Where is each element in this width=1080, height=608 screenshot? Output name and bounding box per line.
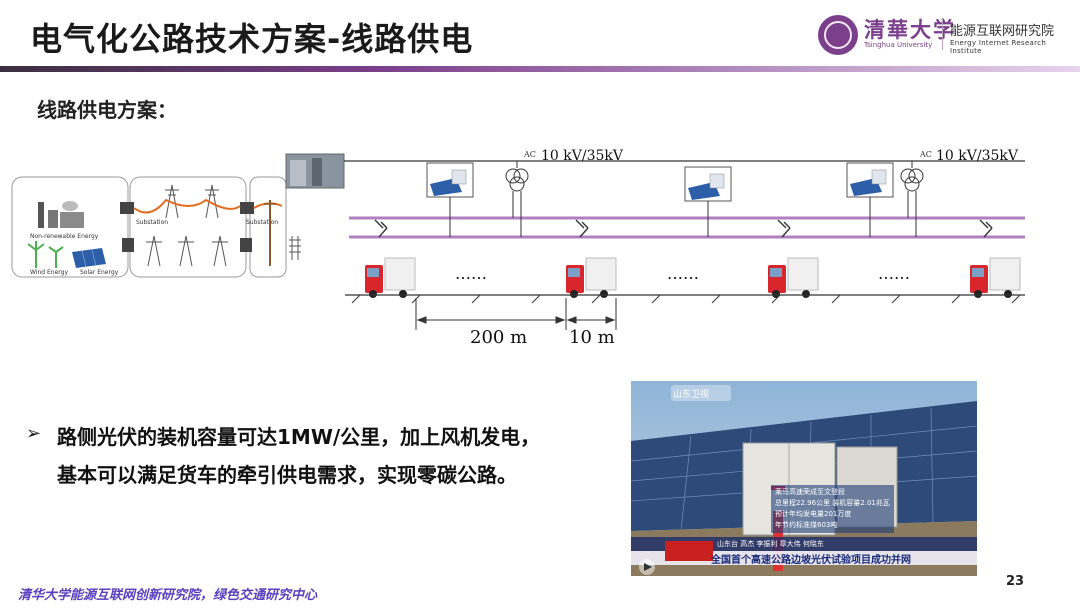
bullet-line-2: 基本可以满足货车的牵引供电需求，实现零碳公路。 xyxy=(57,463,517,487)
transformer-icon xyxy=(120,202,254,252)
channel-logo: 山东卫视 xyxy=(673,390,710,400)
voltage-label-2: 10 kV/35kV xyxy=(936,148,1019,164)
info-line-2: 总里程22.96公里 装机容量2.01兆瓦 xyxy=(775,499,890,507)
logo-institute-cn: 能源互联网研究院 xyxy=(950,24,1055,39)
solar-energy-label: Solar Energy xyxy=(80,269,119,276)
ellipsis-1: …… xyxy=(455,264,487,283)
ellipsis-3: …… xyxy=(878,264,910,283)
distance-label-10m: 10 m xyxy=(569,327,615,348)
wind-turbine-icon xyxy=(27,241,64,268)
footer-text: 清华大学能源互联网创新研究院，绿色交通研究中心 xyxy=(18,588,318,603)
page-title: 电气化公路技术方案-线路供电 xyxy=(30,20,474,58)
energy-source-panel: Non-renewable Energy Wind Energy Solar E… xyxy=(11,176,301,278)
ground-hatch xyxy=(351,294,1021,304)
substation-label-2: Substation xyxy=(246,219,278,226)
logo-institute-en: Energy Internet Research Institute xyxy=(950,39,1047,55)
logo-university-en: Tsinghua University xyxy=(864,41,933,49)
bullet-line-1: 路侧光伏的装机容量可达1MW/公里，加上风机发电， xyxy=(57,425,541,449)
voltage-label-1: 10 kV/35kV xyxy=(541,148,624,164)
bullet-arrow-icon: ➢ xyxy=(26,423,42,444)
non-renewable-label: Non-renewable Energy xyxy=(30,233,99,240)
logo-divider xyxy=(942,18,943,50)
transmission-tower-icon xyxy=(146,184,228,267)
ac-label-2: AC xyxy=(919,150,932,159)
info-line-3: 预计年均发电量201万度 xyxy=(775,510,852,518)
reporter-names: 山东台 高杰 李振利 章大伟 何晓东 xyxy=(717,540,824,548)
substation-label-1: Substation xyxy=(136,219,168,226)
ac-label-1: AC xyxy=(523,150,536,159)
power-supply-diagram: Non-renewable Energy Wind Energy Solar E… xyxy=(11,148,1025,348)
substation-coil-icon xyxy=(289,236,301,260)
info-overlay: 莱马高速荣成至文登段 总里程22.96公里 装机容量2.01兆瓦 预计年均发电量… xyxy=(771,485,894,533)
news-video-frame[interactable]: 山东卫视 莱马高速荣成至文登段 总里程22.96公里 装机容量2.01兆瓦 预计… xyxy=(631,381,977,576)
info-line-1: 莱马高速荣成至文登段 xyxy=(775,488,845,496)
pv-station-icon xyxy=(426,162,894,212)
truck-icon xyxy=(365,219,1021,298)
wind-energy-label: Wind Energy xyxy=(30,269,68,276)
logo-university-cn: 清華大学 xyxy=(864,17,956,42)
dimension-lines xyxy=(415,298,617,330)
tsinghua-logo: 清華大学 Tsinghua University 能源互联网研究院 Energy… xyxy=(818,12,1068,56)
distance-label-200m: 200 m xyxy=(470,327,527,348)
page-number: 23 xyxy=(1006,574,1025,589)
news-headline: 全国首个高速公路边坡光伏试验项目成功并网 xyxy=(711,555,911,566)
info-line-4: 年节约标准煤603吨 xyxy=(775,521,838,529)
line-transformer-icon xyxy=(505,161,924,212)
solar-panel-icon xyxy=(72,248,106,268)
ellipsis-2: …… xyxy=(667,264,699,283)
factory-icon xyxy=(38,201,84,228)
section-subtitle: 线路供电方案： xyxy=(37,98,177,122)
bullet-text: 路侧光伏的装机容量可达1MW/公里，加上风机发电， 基本可以满足货车的牵引供电需… xyxy=(57,418,617,494)
header-divider-bar xyxy=(0,66,1080,72)
tsinghua-seal-icon xyxy=(818,15,858,55)
